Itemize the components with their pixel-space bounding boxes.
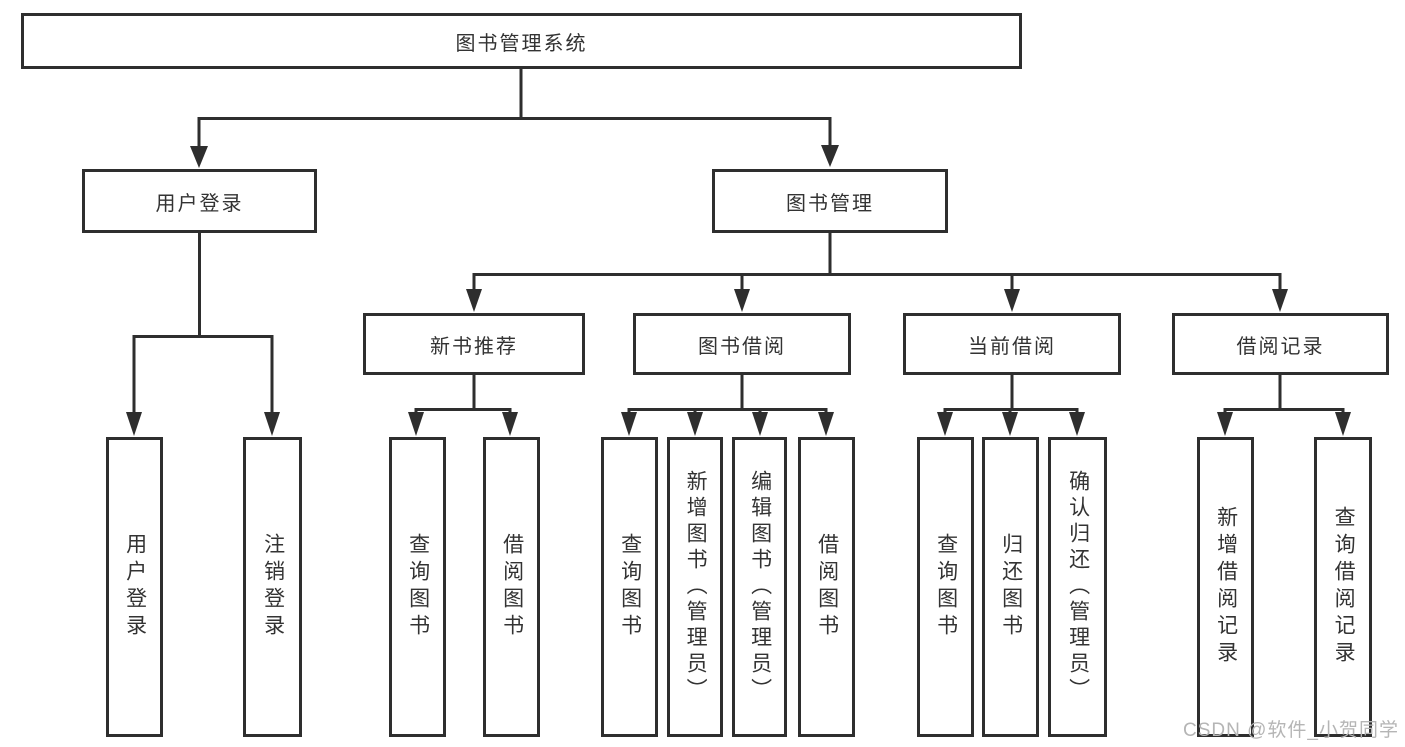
connector-book-management	[472, 233, 1282, 291]
connector-user-login	[132, 233, 274, 414]
node-label: 借阅图书	[815, 533, 839, 641]
arrow-icon	[190, 146, 208, 168]
node-label: 查询图书	[618, 533, 642, 641]
node-library-management-system: 图书管理系统	[21, 13, 1022, 69]
node-user-login: 用户登录	[82, 169, 317, 233]
arrow-icon	[818, 412, 834, 436]
connector-borrowing-records	[1223, 375, 1345, 414]
node-label: 借阅记录	[1236, 335, 1325, 358]
arrow-icon	[1272, 289, 1288, 312]
node-label: 归还图书	[999, 533, 1023, 641]
arrow-icon	[937, 412, 953, 436]
leaf-query-books-1: 查询图书	[389, 437, 446, 737]
node-label: 确认归还（管理员）	[1066, 470, 1090, 704]
node-label: 查询借阅记录	[1332, 506, 1356, 668]
leaf-confirm-return-admin: 确认归还（管理员）	[1048, 437, 1107, 737]
node-book-management: 图书管理	[712, 169, 948, 233]
leaf-logout: 注销登录	[243, 437, 302, 737]
node-label: 编辑图书（管理员）	[748, 470, 772, 704]
arrow-icon	[264, 412, 280, 436]
arrow-icon	[1069, 412, 1085, 436]
node-label: 用户登录	[155, 192, 244, 215]
node-label: 图书管理	[786, 192, 874, 215]
arrow-icon	[1335, 412, 1351, 436]
arrow-icon	[1217, 412, 1233, 436]
node-label: 注销登录	[261, 533, 285, 641]
arrow-icon	[1004, 289, 1020, 312]
arrow-icon	[408, 412, 424, 436]
node-current-borrowing: 当前借阅	[903, 313, 1121, 375]
node-new-book-recommendation: 新书推荐	[363, 313, 585, 375]
leaf-return-books: 归还图书	[982, 437, 1039, 737]
leaf-query-books-3: 查询图书	[917, 437, 974, 737]
node-label: 查询图书	[406, 533, 430, 641]
arrow-icon	[734, 289, 750, 312]
arrow-icon	[621, 412, 637, 436]
connector-new-book	[414, 375, 512, 414]
leaf-add-borrow-record: 新增借阅记录	[1197, 437, 1254, 737]
node-label: 借阅图书	[500, 533, 524, 641]
node-label: 用户登录	[123, 533, 147, 641]
arrow-icon	[821, 145, 839, 167]
connector-root	[197, 69, 832, 148]
node-label: 查询图书	[934, 533, 958, 641]
connector-book-borrowing	[627, 375, 828, 414]
leaf-borrow-books-1: 借阅图书	[483, 437, 540, 737]
node-book-borrowing: 图书借阅	[633, 313, 851, 375]
arrowheads	[126, 145, 1351, 436]
arrow-icon	[502, 412, 518, 436]
leaf-user-login: 用户登录	[106, 437, 163, 737]
arrow-icon	[126, 412, 142, 436]
node-label: 当前借阅	[968, 335, 1056, 358]
arrow-icon	[1002, 412, 1018, 436]
node-label: 新书推荐	[430, 335, 518, 358]
node-label: 新增图书（管理员）	[684, 470, 708, 704]
node-label: 图书管理系统	[455, 32, 588, 55]
leaf-add-books-admin: 新增图书（管理员）	[667, 437, 723, 737]
leaf-borrow-books-2: 借阅图书	[798, 437, 855, 737]
arrow-icon	[752, 412, 768, 436]
node-label: 图书借阅	[698, 335, 786, 358]
leaf-query-borrow-record: 查询借阅记录	[1314, 437, 1372, 737]
leaf-query-books-2: 查询图书	[601, 437, 658, 737]
node-borrowing-records: 借阅记录	[1172, 313, 1389, 375]
node-label: 新增借阅记录	[1214, 506, 1238, 668]
connector-current-borrowing	[943, 375, 1079, 414]
leaf-edit-books-admin: 编辑图书（管理员）	[732, 437, 787, 737]
watermark-csdn: CSDN @软件_小贺同学	[1183, 720, 1399, 741]
arrow-icon	[687, 412, 703, 436]
arrow-icon	[466, 289, 482, 312]
